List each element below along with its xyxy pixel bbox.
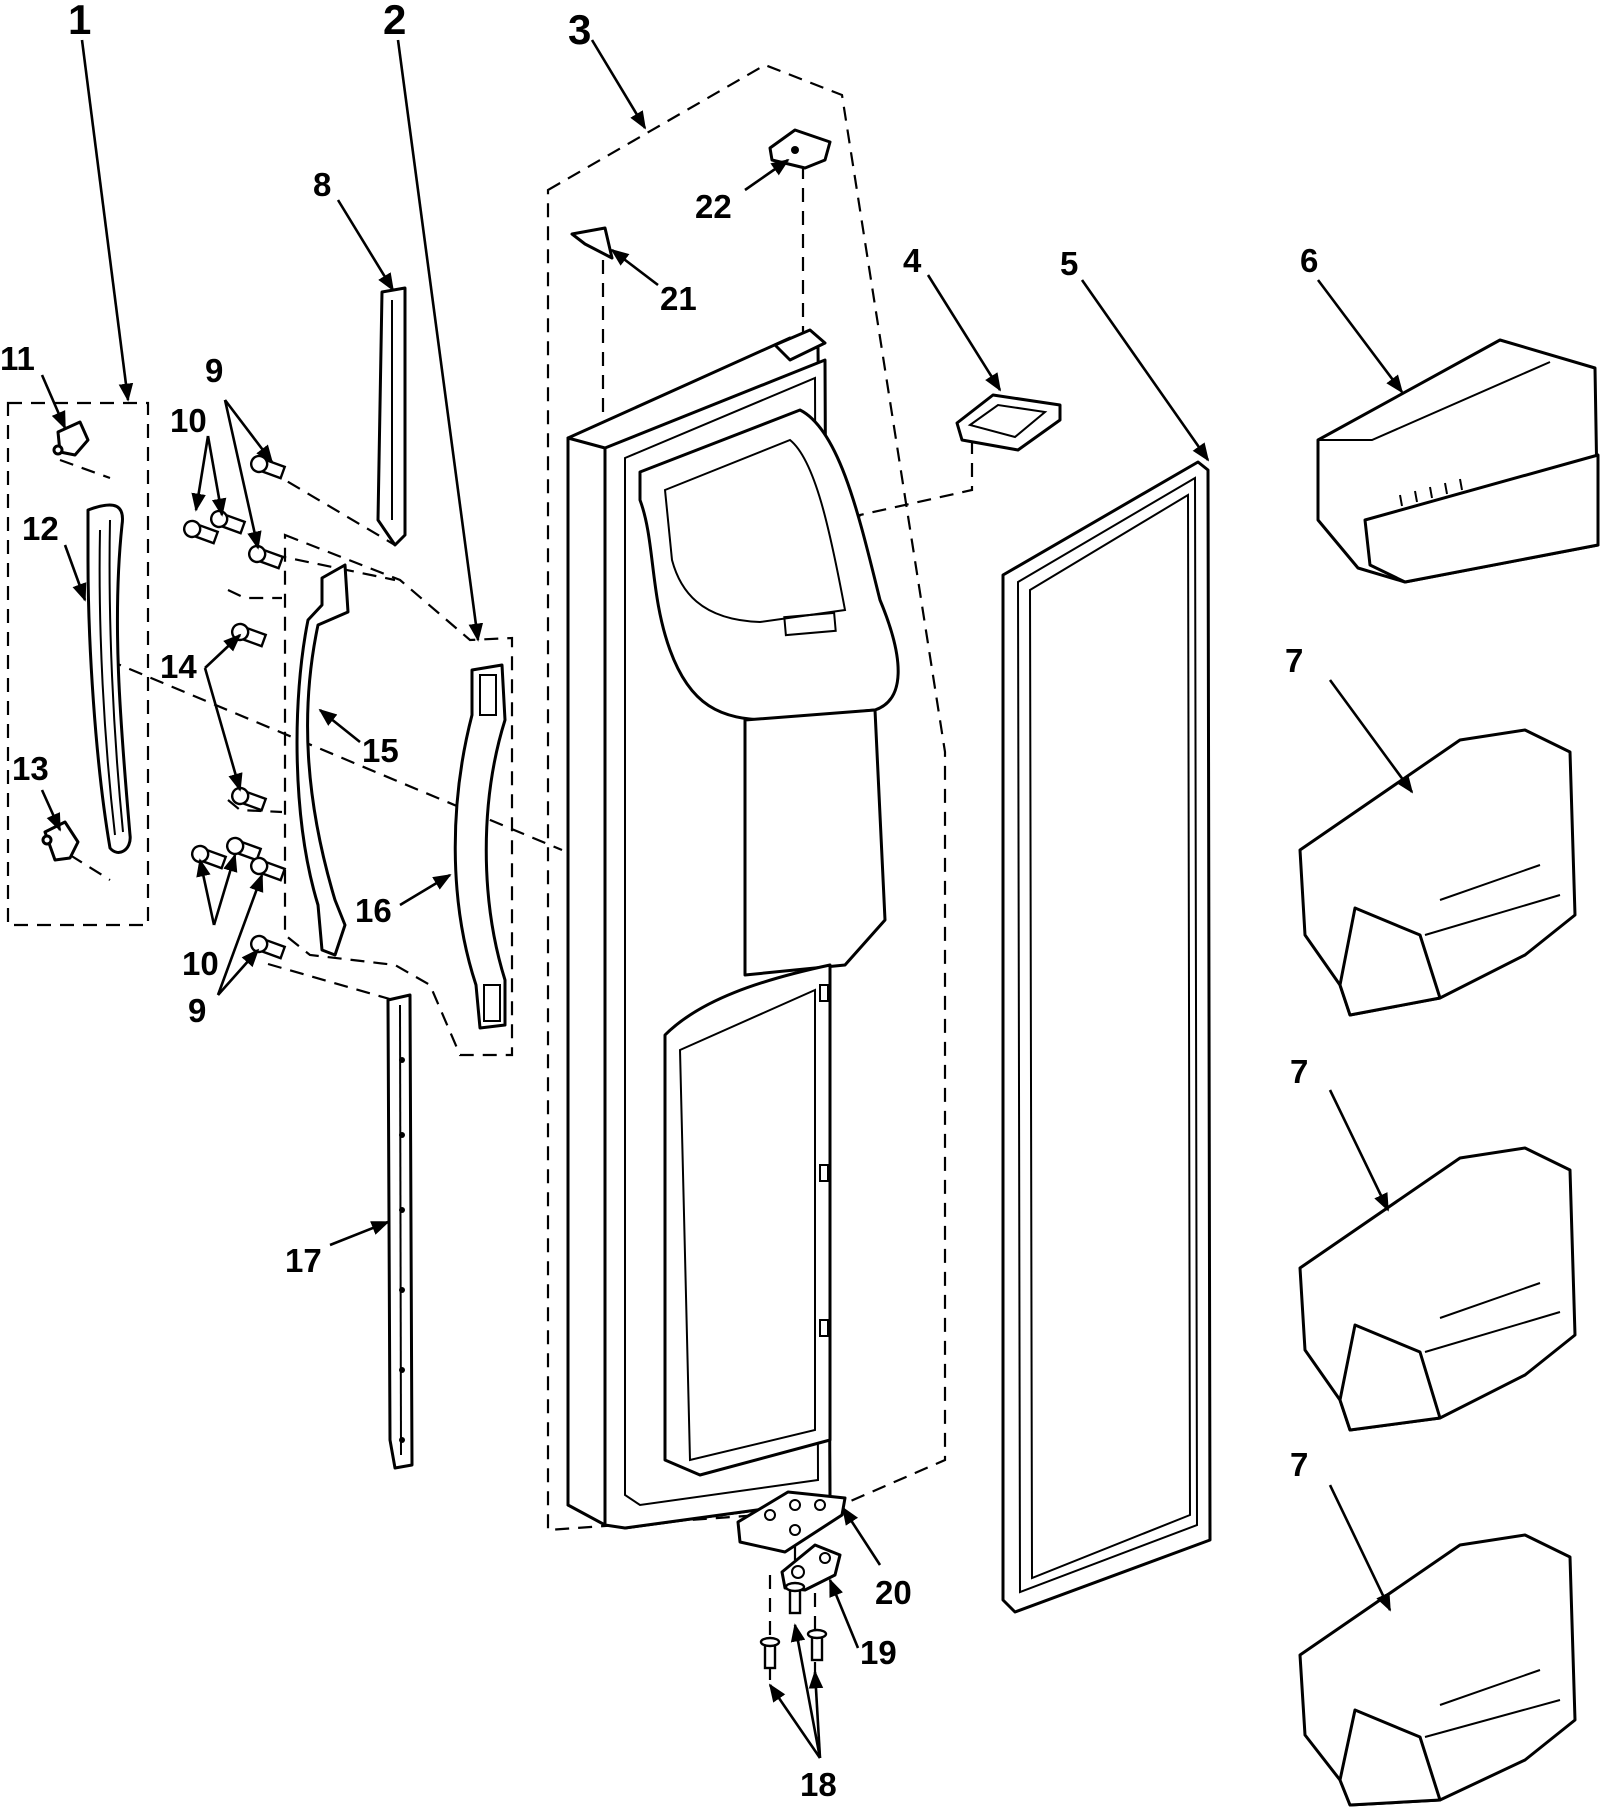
callout-19: 19 bbox=[860, 1634, 897, 1671]
handle-bracket-15 bbox=[295, 563, 350, 957]
callout-13: 13 bbox=[12, 750, 49, 787]
clip-11 bbox=[52, 420, 90, 457]
callout-11: 11 bbox=[0, 340, 35, 377]
assembly-guides bbox=[59, 165, 974, 1680]
callout-20: 20 bbox=[875, 1574, 912, 1611]
trim-strip-17 bbox=[386, 993, 414, 1470]
screws-left-group bbox=[182, 454, 287, 960]
callout-1: 1 bbox=[68, 0, 91, 43]
callout-7-c: 7 bbox=[1290, 1446, 1308, 1483]
callout-10-b: 10 bbox=[182, 945, 219, 982]
callout-labels: 1 2 3 4 5 6 7 7 7 8 9 9 10 10 11 12 13 1… bbox=[0, 0, 1318, 1803]
callout-16: 16 bbox=[355, 892, 392, 929]
door-bin-6 bbox=[1316, 338, 1600, 584]
callout-9-b: 9 bbox=[188, 992, 206, 1029]
callout-15: 15 bbox=[362, 732, 399, 769]
callout-22: 22 bbox=[695, 188, 732, 225]
group-boundary-3 bbox=[546, 63, 947, 1532]
callout-2: 2 bbox=[383, 0, 406, 43]
cover-4 bbox=[955, 393, 1062, 452]
group-boundary-2 bbox=[283, 533, 514, 1057]
callout-14: 14 bbox=[160, 648, 197, 685]
callout-7-b: 7 bbox=[1290, 1053, 1308, 1090]
callout-18: 18 bbox=[800, 1766, 837, 1803]
callout-17: 17 bbox=[285, 1242, 322, 1279]
door-bin-7-a bbox=[1298, 728, 1577, 1017]
trim-strip-8 bbox=[376, 286, 407, 547]
callout-3: 3 bbox=[568, 6, 591, 53]
callout-5: 5 bbox=[1060, 245, 1078, 282]
clip-13 bbox=[41, 820, 80, 862]
lower-hinge-20 bbox=[736, 1490, 847, 1554]
upper-hinge-22 bbox=[768, 128, 832, 170]
callout-7-a: 7 bbox=[1285, 642, 1303, 679]
door-handle-16 bbox=[453, 663, 507, 1030]
gasket-5 bbox=[1001, 460, 1212, 1614]
group-boundary-1 bbox=[6, 401, 150, 927]
top-cap-21 bbox=[570, 226, 614, 260]
handle-cap-12 bbox=[86, 503, 132, 854]
leader-lines bbox=[40, 39, 1414, 1759]
door-bin-7-b bbox=[1298, 1146, 1577, 1432]
callout-10-a: 10 bbox=[170, 402, 207, 439]
door-bin-7-c bbox=[1298, 1533, 1577, 1807]
screws-18 bbox=[759, 1581, 828, 1670]
callout-6: 6 bbox=[1300, 242, 1318, 279]
callout-12: 12 bbox=[22, 510, 59, 547]
callout-9-a: 9 bbox=[205, 352, 223, 389]
callout-21: 21 bbox=[660, 280, 697, 317]
callout-4: 4 bbox=[903, 242, 922, 279]
callout-8: 8 bbox=[313, 166, 331, 203]
door-assembly-3 bbox=[566, 328, 900, 1530]
